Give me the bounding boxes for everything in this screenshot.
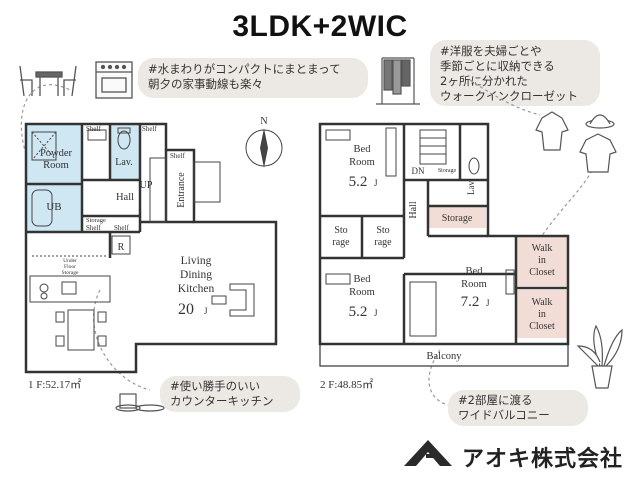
room-label: Dining <box>180 269 212 281</box>
dishes-icon <box>115 393 165 412</box>
note-closet: #洋服を夫婦ごとや 季節ごとに収納できる 2ヶ所に分かれた ウォークインクローゼ… <box>430 40 600 106</box>
room-label: in <box>538 309 546 320</box>
floor2-plan <box>318 122 570 346</box>
room-label: rage <box>332 237 350 248</box>
room-label: Shelf <box>170 152 185 160</box>
compass-label: N <box>260 116 267 127</box>
note-line: #洋服を夫婦ごとや <box>440 44 542 58</box>
room-label: Kitchen <box>178 283 215 295</box>
room-label: Under <box>63 258 77 264</box>
room-unit: J <box>486 298 490 308</box>
room-label: Entrance <box>176 172 187 208</box>
note-line: 朝夕の家事動線も楽々 <box>148 77 263 91</box>
room-label: Storage <box>438 168 457 174</box>
shirt-icon <box>579 133 617 173</box>
note-line: 季節ごとに収納できる <box>440 59 555 73</box>
room-label: Floor <box>64 264 76 270</box>
shirt-icon <box>535 111 569 151</box>
room-unit: J <box>374 178 378 188</box>
stove-icon <box>95 61 133 99</box>
room-label: Room <box>349 157 375 168</box>
floor2-area: 2 F:48.85㎡ <box>320 379 374 391</box>
company-name: アオキ株式会社 <box>462 447 624 472</box>
floor2-labels: Bed Room 5.2 J Bed Room 5.2 J Bed Room 7… <box>332 144 555 362</box>
page-title: 3LDK+2WIC <box>232 10 408 43</box>
floor1-fixtures <box>29 127 255 351</box>
note-line: #水まわりがコンパクトにまとまって <box>148 62 341 76</box>
room-label: Balcony <box>427 351 463 362</box>
room-label: Sto <box>334 225 347 236</box>
room-label: Sto <box>376 225 389 236</box>
note-line: 2ヶ所に分かれた <box>440 74 528 88</box>
room-label: Powder <box>40 148 73 159</box>
room-unit: J <box>374 308 378 318</box>
room-label: Room <box>349 287 375 298</box>
room-label: Lav <box>466 181 476 195</box>
balcony <box>319 343 569 367</box>
note-line: #2部屋に渡る <box>458 393 533 407</box>
room-label: DN <box>412 166 425 176</box>
note-balcony: #2部屋に渡る ワイドバルコニー <box>448 390 588 426</box>
room-label: in <box>538 255 546 266</box>
room-label: Living <box>181 255 212 267</box>
room-label: Shelf <box>86 125 101 133</box>
note-kitchen: #使い勝手のいい カウンターキッチン <box>160 376 300 412</box>
room-label: rage <box>374 237 392 248</box>
room-size: 20 <box>178 301 194 318</box>
room-label: Bed <box>466 266 484 277</box>
company-logo-icon <box>404 440 452 466</box>
floor1-labels: Powder Room Lav. Shelf Shelf Shelf UP Ha… <box>40 125 214 318</box>
note-line: #使い勝手のいい <box>170 379 261 393</box>
room-label: Shelf <box>142 125 157 133</box>
dining-set-icon <box>19 65 77 97</box>
note-line: ウォークインクローゼット <box>440 89 578 103</box>
dashed-curve <box>428 349 449 406</box>
compass-icon: N <box>245 116 283 168</box>
room-label: Bed <box>354 274 372 285</box>
room-size: 5.2 <box>349 304 368 320</box>
dashed-curve <box>469 79 541 116</box>
room-unit: J <box>204 306 208 316</box>
room-label: Room <box>43 160 69 171</box>
room-label: Closet <box>529 321 555 332</box>
room-label: Storage <box>86 217 106 224</box>
room-label: Storage <box>442 213 473 224</box>
room-label: UP <box>140 180 153 191</box>
note-water: #水まわりがコンパクトにまとまって 朝夕の家事動線も楽々 <box>138 58 368 98</box>
floor1-area: 1 F:52.17㎡ <box>28 379 82 391</box>
room-label: Lav. <box>115 157 132 168</box>
room-label: Shelf <box>114 224 129 232</box>
hat-icon <box>585 114 615 129</box>
room-label: Storage <box>62 270 79 276</box>
room-size: 5.2 <box>349 174 368 190</box>
room-label: R <box>118 242 125 253</box>
floor2-fixtures <box>325 127 515 337</box>
dashed-curve <box>93 289 151 391</box>
room-label: Closet <box>529 267 555 278</box>
room-label: Hall <box>116 192 134 203</box>
note-line: ワイドバルコニー <box>458 408 550 422</box>
room-label: Hall <box>408 201 419 218</box>
room-label: Bed <box>354 144 372 155</box>
room-label: Shelf <box>86 224 101 232</box>
plant-icon <box>576 324 623 389</box>
room-label: Room <box>461 279 487 290</box>
clothes-rack-icon <box>376 57 420 105</box>
room-size: 7.2 <box>461 294 480 310</box>
room-label: Walk <box>532 297 553 308</box>
note-line: カウンターキッチン <box>170 394 274 408</box>
room-label: UB <box>46 201 61 213</box>
room-label: Walk <box>532 243 553 254</box>
